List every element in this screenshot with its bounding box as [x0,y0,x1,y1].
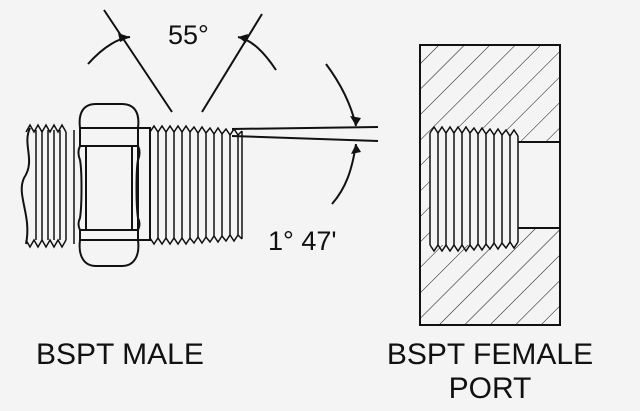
female-thread-crest-lines [437,133,511,245]
female-caption-line1: BSPT FEMALE [386,338,594,371]
female-caption-line2: PORT [448,372,532,405]
female-caption: BSPT FEMALE PORT [372,340,608,404]
male-hex-nut [77,103,141,267]
male-tapered-thread [149,124,243,246]
thread-angle-label: 55° [168,20,209,50]
taper-angle-dimension [231,63,379,205]
female-port-hatching [420,45,560,325]
taper-angle-label: 1° 47' [268,226,337,256]
male-caption: BSPT MALE [36,338,204,371]
male-shoulder [137,127,151,241]
male-fitting [20,103,243,267]
female-bore [429,125,560,253]
thread-angle-dimension [87,9,277,113]
male-thread-crest-lines [157,132,239,238]
female-port [419,44,561,326]
male-left-thread-stub [20,123,75,249]
